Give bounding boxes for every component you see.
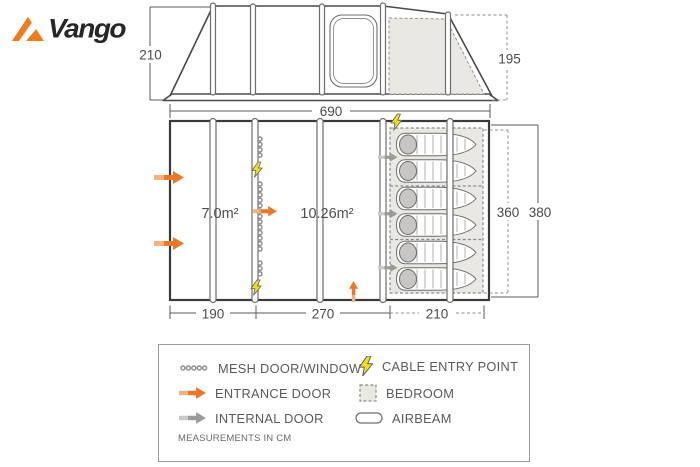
airbeam-pole: [318, 3, 326, 96]
side-elevation: 210 195 690: [135, 2, 525, 119]
measurements-note: MEASUREMENTS IN CM: [178, 433, 292, 444]
window-inner: [333, 18, 374, 84]
airbeam-pole: [444, 11, 452, 96]
sleeping-bag: [396, 159, 477, 183]
dim-380: 380: [529, 205, 552, 220]
dim-195: 195: [498, 52, 521, 67]
dim-depths: 360 380: [484, 124, 555, 298]
dim-210-elevation: 210: [139, 48, 162, 63]
floor-plan: 7.0m² 10.26m² 190 270 210 360: [154, 113, 555, 322]
vango-triangle-icon: [12, 17, 44, 41]
sleeping-bag: [396, 186, 477, 211]
dim-210-plan: 210: [426, 307, 449, 322]
dim-height-main: 210: [135, 6, 211, 101]
airbeam: [316, 117, 324, 304]
legend-row-airbeam: AIRBEAM: [355, 408, 452, 428]
vango-logo: Vango: [10, 13, 127, 45]
area-label-living: 7.0m²: [201, 206, 238, 222]
sleeping-bag: [396, 267, 477, 291]
dim-sections: 190 270 210: [169, 305, 485, 322]
airbeam-pole: [249, 3, 257, 96]
legend-label: AIRBEAM: [392, 410, 452, 426]
elevation-bedroom-shaded: [388, 17, 485, 95]
legend-row-bedroom: BEDROOM: [359, 383, 454, 403]
logo-text: Vango: [48, 13, 127, 44]
area-label-mid: 10.26m²: [300, 206, 353, 222]
mesh-icon: [180, 365, 208, 371]
legend-label: ENTRANCE DOOR: [215, 385, 332, 401]
legend-label: MESH DOOR/WINDOW: [218, 360, 362, 376]
legend-label: INTERNAL DOOR: [215, 410, 324, 426]
window: [329, 14, 378, 88]
legend-box: MESH DOOR/WINDOW ENTRANCE DOOR INTERNAL …: [158, 344, 530, 462]
dim-360: 360: [497, 205, 520, 220]
legend-row-cable: CABLE ENTRY POINT: [359, 356, 518, 376]
airbeam: [209, 117, 217, 304]
sleeping-bag: [396, 213, 477, 237]
legend-row-internal: INTERNAL DOOR: [179, 408, 324, 428]
dim-690: 690: [320, 104, 343, 119]
sleeping-bag: [396, 132, 477, 157]
airbeam: [379, 117, 387, 304]
airbeam-pole: [379, 2, 387, 96]
legend-row-entrance: ENTRANCE DOOR: [179, 383, 331, 403]
entrance-door-icon: [179, 387, 206, 399]
dim-width-total: 690: [169, 103, 491, 119]
dim-height-rear: 195: [455, 14, 525, 101]
dim-190: 190: [202, 307, 225, 322]
airbeam: [446, 117, 454, 304]
groundsheet: [162, 93, 499, 102]
sleeping-bag: [396, 240, 477, 265]
bedroom-icon: [359, 384, 377, 402]
cable-entry-icon: [359, 356, 373, 376]
airbeam-pole: [209, 2, 217, 96]
airbeam-icon: [355, 412, 383, 424]
legend-row-mesh: MESH DOOR/WINDOW: [179, 358, 361, 378]
legend-label: BEDROOM: [386, 385, 455, 401]
legend-label: CABLE ENTRY POINT: [382, 358, 519, 374]
dim-270: 270: [312, 307, 335, 322]
internal-door-icon: [179, 412, 206, 424]
